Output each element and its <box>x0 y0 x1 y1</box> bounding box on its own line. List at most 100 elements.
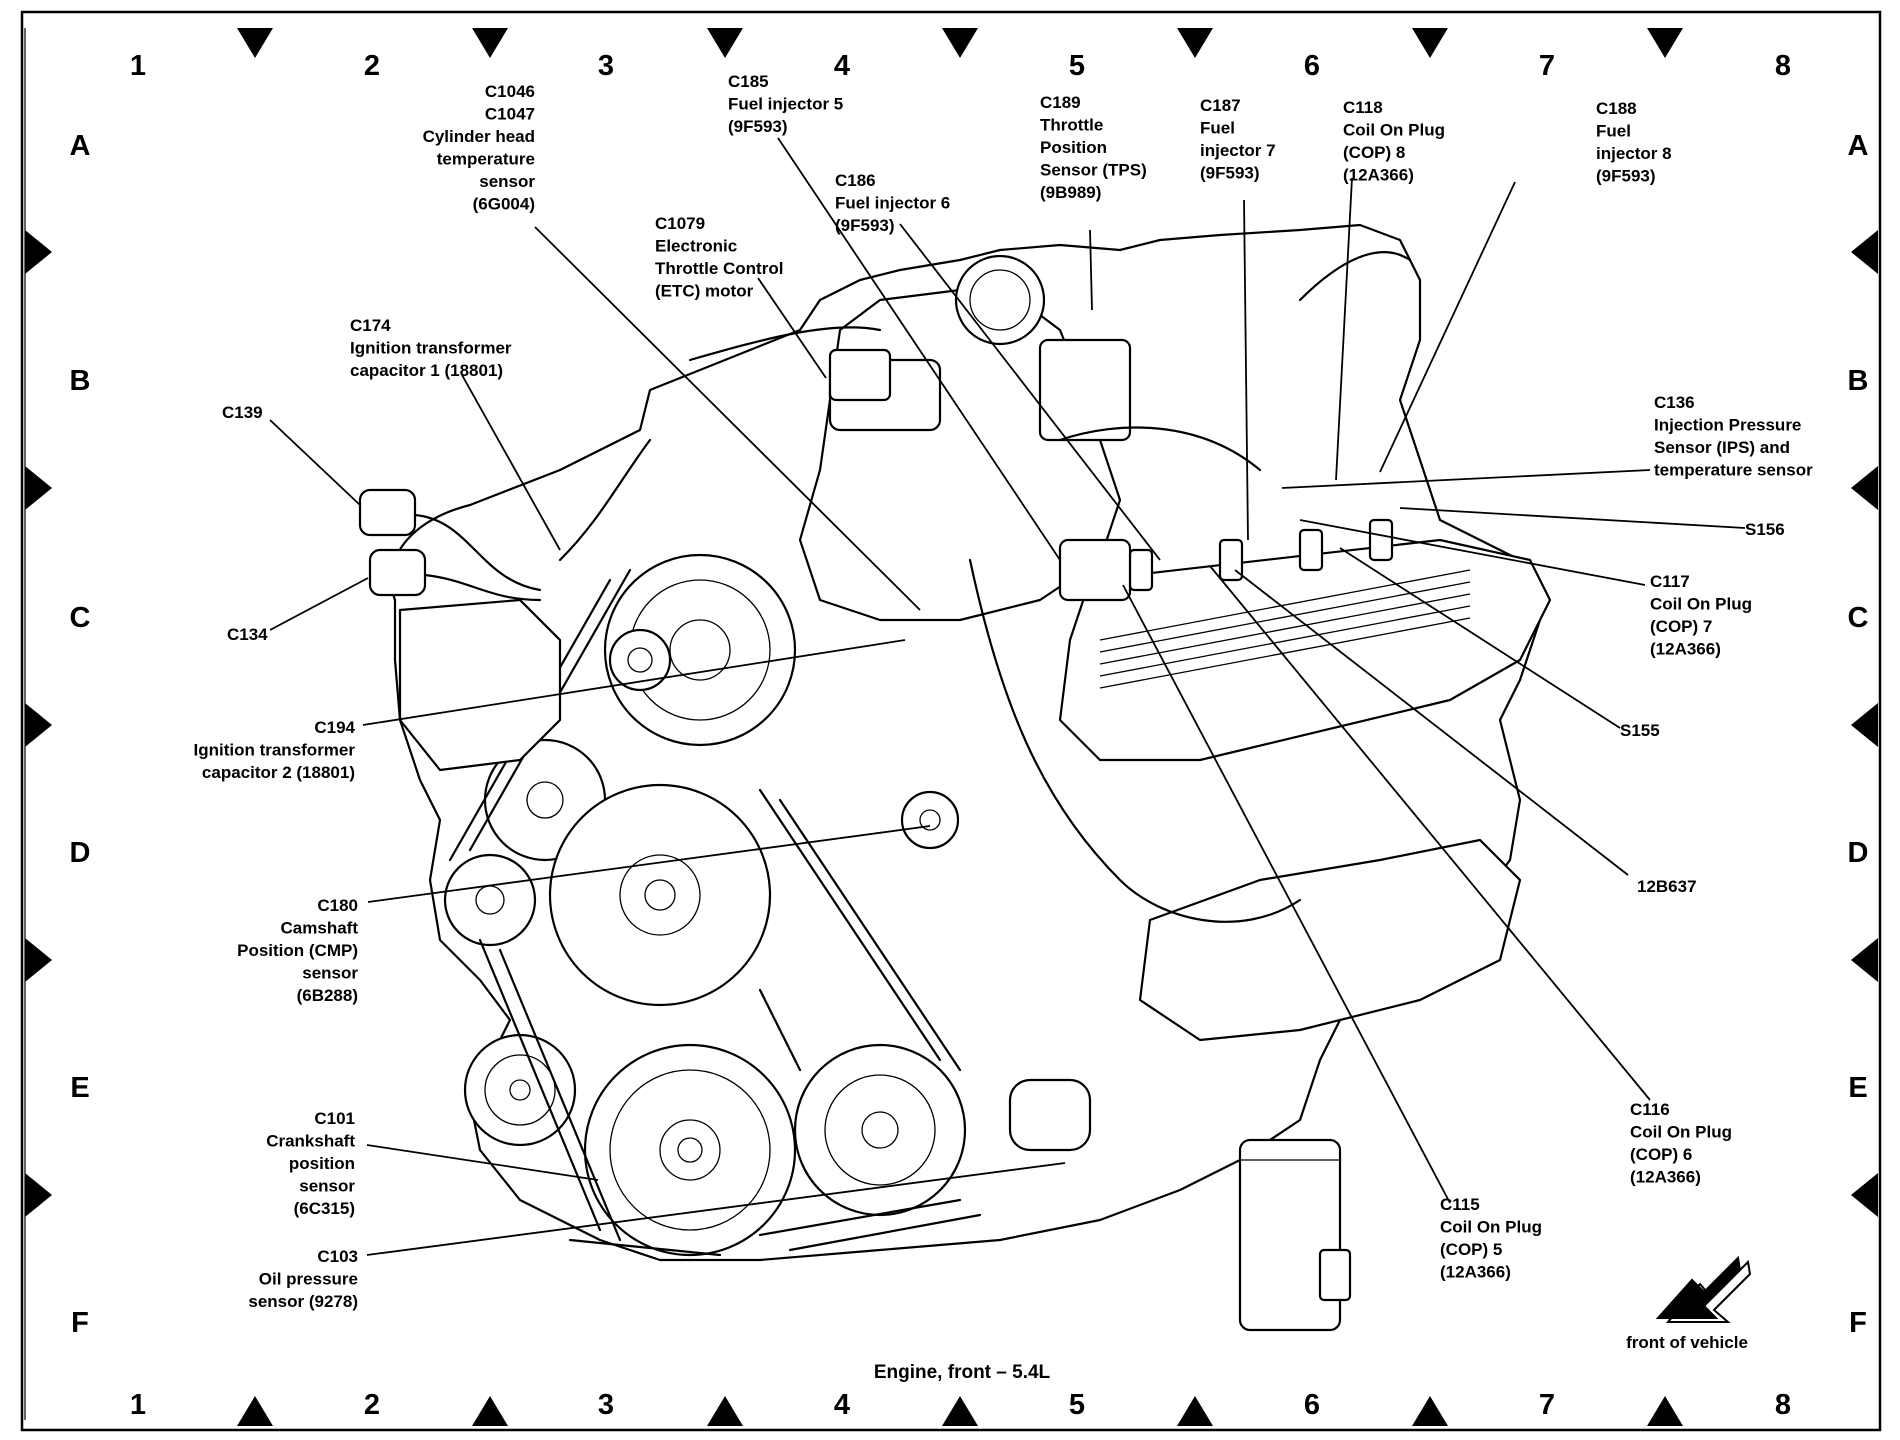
figure-caption: Engine, front – 5.4L <box>874 1362 1051 1383</box>
callout-c136-line-4: temperature sensor <box>1654 461 1813 480</box>
grid-row-right-B: B <box>1848 365 1869 397</box>
front-of-vehicle-arrow <box>1655 1255 1752 1323</box>
callout-c1046-line-2: C1047 <box>485 105 535 124</box>
callout-c101-line-5: (6C315) <box>294 1199 355 1218</box>
grid-column-top-3: 3 <box>598 50 614 82</box>
grid-row-left-C: C <box>70 602 91 634</box>
grid-marker-left-4 <box>25 938 52 982</box>
callout-c139-line-1: C139 <box>222 403 263 422</box>
callout-c116-line-1: C116 <box>1630 1100 1670 1119</box>
grid-marker-top-3 <box>707 28 743 58</box>
callout-c134-line-1: C134 <box>227 625 268 644</box>
callout-c1046-line-4: temperature <box>437 150 535 169</box>
callout-c180-line-2: Camshaft <box>281 919 359 938</box>
callout-s155-line-1: S155 <box>1620 721 1660 740</box>
callout-c116-line-3: (COP) 6 <box>1630 1145 1692 1164</box>
callout-c103-line-3: sensor (9278) <box>248 1292 358 1311</box>
grid-column-top-8: 8 <box>1775 50 1791 82</box>
grid-marker-top-4 <box>942 28 978 58</box>
callout-c101-line-4: sensor <box>299 1177 355 1196</box>
grid-row-left-E: E <box>70 1072 89 1104</box>
callout-c185-line-3: (9F593) <box>728 117 788 136</box>
callout-c118-line-3: (COP) 8 <box>1343 143 1405 162</box>
callout-c136-line-1: C136 <box>1654 393 1695 412</box>
grid-column-top-2: 2 <box>364 50 380 82</box>
callout-c1079-line-2: Electronic <box>655 237 737 256</box>
callout-c1046-line-3: Cylinder head <box>423 127 535 146</box>
grid-column-bottom-8: 8 <box>1775 1389 1791 1421</box>
callout-c187-line-3: injector 7 <box>1200 141 1276 160</box>
grid-row-right-F: F <box>1849 1307 1867 1339</box>
callout-c189-line-2: Throttle <box>1040 116 1103 135</box>
callout-p12b637-line-1: 12B637 <box>1637 877 1697 896</box>
callout-c194-line-1: C194 <box>314 718 355 737</box>
grid-marker-top-2 <box>472 28 508 58</box>
callout-c186-line-3: (9F593) <box>835 216 895 235</box>
callout-c103-line-2: Oil pressure <box>259 1270 358 1289</box>
grid-marker-top-5 <box>1177 28 1213 58</box>
callout-c180-line-3: Position (CMP) <box>237 941 358 960</box>
callout-c117-line-3: (COP) 7 <box>1650 617 1712 636</box>
grid-row-left-B: B <box>70 365 91 397</box>
grid-row-right-D: D <box>1848 837 1869 869</box>
callout-c1079-line-4: (ETC) motor <box>655 282 754 301</box>
grid-marker-left-2 <box>25 466 52 510</box>
callout-c180-line-5: (6B288) <box>297 986 358 1005</box>
grid-marker-left-5 <box>25 1173 52 1217</box>
grid-column-bottom-4: 4 <box>834 1389 850 1421</box>
grid-marker-bottom-5 <box>1177 1396 1213 1426</box>
callout-c115-line-4: (12A366) <box>1440 1263 1511 1282</box>
callout-s155: S155 <box>1620 721 1660 740</box>
leader-lines <box>269 137 1746 1256</box>
callout-c189-line-4: Sensor (TPS) <box>1040 161 1147 180</box>
grid-column-top-4: 4 <box>834 50 850 82</box>
callout-c101-line-2: Crankshaft <box>266 1132 355 1151</box>
grid-row-right-E: E <box>1848 1072 1867 1104</box>
callout-c186-line-1: C186 <box>835 171 876 190</box>
callout-c116-line-2: Coil On Plug <box>1630 1123 1732 1142</box>
callout-c174-line-2: Ignition transformer <box>350 339 512 358</box>
grid-marker-right-5 <box>1851 1173 1878 1217</box>
callout-c187-line-4: (9F593) <box>1200 164 1260 183</box>
grid-column-top-1: 1 <box>130 50 146 82</box>
valve-cover-ribs <box>1099 569 1471 689</box>
grid-column-bottom-6: 6 <box>1304 1389 1320 1421</box>
callout-c117-line-2: Coil On Plug <box>1650 595 1752 614</box>
grid-marker-right-1 <box>1851 230 1878 274</box>
grid-row-left-A: A <box>70 130 91 162</box>
grid-marker-left-3 <box>25 703 52 747</box>
callout-c194-line-3: capacitor 2 (18801) <box>202 763 355 782</box>
callout-c1046-line-5: sensor <box>479 172 535 191</box>
diagram-frame <box>20 10 1882 1432</box>
callout-c101-line-3: position <box>289 1154 355 1173</box>
callout-c189-line-3: Position <box>1040 138 1107 157</box>
callout-c115-line-1: C115 <box>1440 1195 1480 1214</box>
callout-c136-line-2: Injection Pressure <box>1654 416 1801 435</box>
callout-c174-line-3: capacitor 1 (18801) <box>350 361 503 380</box>
grid-row-left-D: D <box>70 837 91 869</box>
callout-c117-line-4: (12A366) <box>1650 640 1721 659</box>
grid-column-bottom-7: 7 <box>1539 1389 1555 1421</box>
callout-c174-line-1: C174 <box>350 316 391 335</box>
callout-c185-line-1: C185 <box>728 72 769 91</box>
grid-column-top-5: 5 <box>1069 50 1085 82</box>
callout-c118-line-4: (12A366) <box>1343 166 1414 185</box>
callout-c187-line-1: C187 <box>1200 96 1241 115</box>
front-of-vehicle-label: front of vehicle <box>1626 1333 1748 1352</box>
callout-c1079-line-3: Throttle Control <box>655 259 783 278</box>
grid-marker-bottom-4 <box>942 1396 978 1426</box>
grid-row-right-A: A <box>1848 130 1869 162</box>
